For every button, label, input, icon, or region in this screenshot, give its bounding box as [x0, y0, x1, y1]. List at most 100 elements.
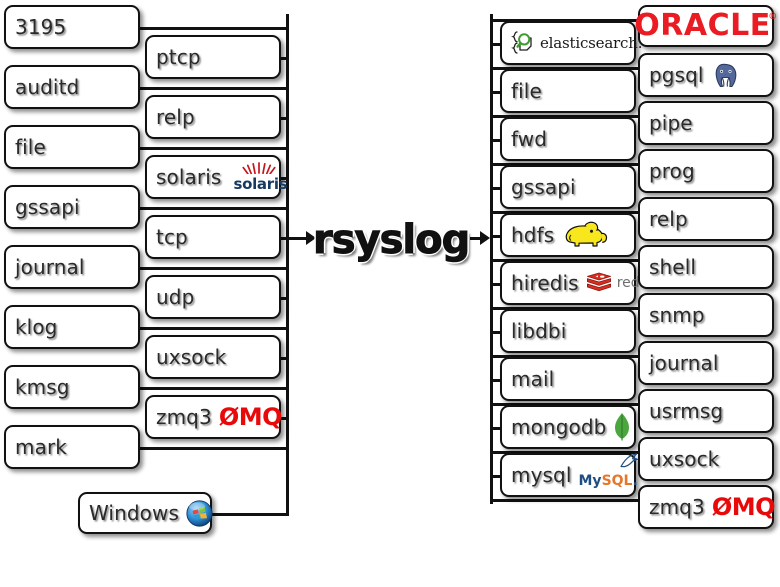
- zeromq-logo: ØMQ: [218, 403, 283, 431]
- mysql-wordmark-sql: SQL: [601, 473, 633, 489]
- input-label: kmsg: [15, 375, 70, 399]
- output-box-pgsql[interactable]: pgsql: [638, 53, 774, 97]
- input-label: ptcp: [156, 45, 201, 69]
- postgresql-elephant-logo: [715, 63, 736, 88]
- connector-right-c-9: [490, 427, 504, 430]
- connector-right-d-1: [490, 19, 642, 22]
- elasticsearch-logo: elasticsearch.: [511, 30, 642, 56]
- input-label: file: [15, 135, 46, 159]
- output-box-relp[interactable]: relp: [638, 197, 774, 241]
- output-box-snmp[interactable]: snmp: [638, 293, 774, 337]
- output-box-oracle[interactable]: ORACLE®: [634, 5, 777, 47]
- output-label: journal: [649, 351, 719, 375]
- input-box-mark[interactable]: mark: [4, 425, 140, 469]
- connector-right-d-11: [490, 499, 642, 502]
- output-label: hiredis: [511, 271, 579, 295]
- connector-left-a-1: [138, 27, 288, 30]
- output-label: pgsql: [649, 63, 704, 87]
- input-label: mark: [15, 435, 67, 459]
- output-label: pipe: [649, 111, 693, 135]
- input-box-gssapi[interactable]: gssapi: [4, 185, 140, 229]
- output-label: mail: [511, 367, 555, 391]
- mysql-wordmark-my: My: [578, 473, 602, 489]
- windows-logo: [186, 499, 213, 527]
- connector-left-a-3: [138, 147, 288, 150]
- arrow-into-rsyslog-icon: [306, 231, 316, 245]
- connector-right-d-5: [490, 211, 642, 214]
- connector-right-d-4: [490, 163, 642, 166]
- output-label: shell: [649, 255, 697, 279]
- output-box-shell[interactable]: shell: [638, 245, 774, 289]
- input-box-journal[interactable]: journal: [4, 245, 140, 289]
- hadoop-elephant-logo: [565, 221, 608, 247]
- input-box-auditd[interactable]: auditd: [4, 65, 140, 109]
- connector-left-b-3: [279, 177, 289, 180]
- output-box-prog[interactable]: prog: [638, 149, 774, 193]
- input-box-zmq3[interactable]: zmq3 ØMQ: [145, 395, 283, 439]
- output-label: uxsock: [649, 447, 720, 471]
- output-box-fwd[interactable]: fwd: [500, 117, 636, 161]
- output-box-libdbi[interactable]: libdbi: [500, 309, 636, 353]
- output-label: file: [511, 79, 542, 103]
- output-box-pipe[interactable]: pipe: [638, 101, 774, 145]
- input-box-3195[interactable]: 3195: [4, 5, 140, 49]
- input-label: solaris: [156, 165, 222, 189]
- zeromq-logo: ØMQ: [711, 493, 776, 521]
- output-box-file[interactable]: file: [500, 69, 636, 113]
- input-label: Windows: [89, 501, 179, 525]
- output-label: mongodb: [511, 415, 607, 439]
- input-box-solaris[interactable]: solaris solaris: [145, 155, 288, 199]
- output-label: fwd: [511, 127, 548, 151]
- connector-right-d-9: [490, 403, 642, 406]
- output-box-hdfs[interactable]: hdfs: [500, 213, 636, 257]
- input-label: udp: [156, 285, 195, 309]
- output-label: zmq3: [649, 495, 705, 519]
- input-box-klog[interactable]: klog: [4, 305, 140, 349]
- input-label: zmq3: [156, 405, 212, 429]
- input-box-windows[interactable]: Windows: [78, 492, 213, 534]
- input-box-ptcp[interactable]: ptcp: [145, 35, 281, 79]
- left-arrow-shaft: [286, 237, 310, 240]
- input-box-uxsock[interactable]: uxsock: [145, 335, 281, 379]
- input-box-udp[interactable]: udp: [145, 275, 281, 319]
- output-box-mail[interactable]: mail: [500, 357, 636, 401]
- input-label: auditd: [15, 75, 80, 99]
- output-box-mongodb[interactable]: mongodb: [500, 405, 636, 449]
- connector-left-b-2: [279, 117, 289, 120]
- connector-right-c-4: [490, 187, 504, 190]
- input-label: gssapi: [15, 195, 80, 219]
- solaris-wordmark: solaris: [233, 175, 288, 193]
- connector-left-b-4: [279, 237, 289, 240]
- output-box-elasticsearch[interactable]: elasticsearch.: [500, 21, 642, 65]
- mongodb-leaf-logo: [615, 413, 630, 441]
- output-label: elasticsearch.: [540, 34, 643, 52]
- connector-right-d-8: [490, 355, 642, 358]
- input-box-kmsg[interactable]: kmsg: [4, 365, 140, 409]
- output-box-usrmsg[interactable]: usrmsg: [638, 389, 774, 433]
- connector-right-c-3: [490, 139, 504, 142]
- input-box-tcp[interactable]: tcp: [145, 215, 281, 259]
- connector-right-d-10: [490, 451, 642, 454]
- output-box-zmq3[interactable]: zmq3 ØMQ: [638, 485, 776, 529]
- page-title: rsyslog: [312, 217, 470, 264]
- input-box-relp[interactable]: relp: [145, 95, 281, 139]
- input-label: tcp: [156, 225, 188, 249]
- connector-right-c-8: [490, 379, 504, 382]
- connector-left-windows: [210, 513, 289, 516]
- connector-right-d-2: [490, 67, 642, 70]
- input-label: journal: [15, 255, 85, 279]
- connector-right-d-3: [490, 115, 642, 118]
- oracle-wordmark: ORACLE: [634, 8, 771, 43]
- connector-right-d-7: [490, 307, 642, 310]
- input-box-file[interactable]: file: [4, 125, 140, 169]
- output-label: hdfs: [511, 223, 555, 247]
- output-label: libdbi: [511, 319, 567, 343]
- connector-left-b-7: [279, 417, 289, 420]
- output-box-hiredis[interactable]: hiredis redis: [500, 261, 651, 305]
- output-box-uxsock[interactable]: uxsock: [638, 437, 774, 481]
- connector-left-a-7: [138, 387, 288, 390]
- output-box-journal[interactable]: journal: [638, 341, 774, 385]
- output-box-gssapi[interactable]: gssapi: [500, 165, 636, 209]
